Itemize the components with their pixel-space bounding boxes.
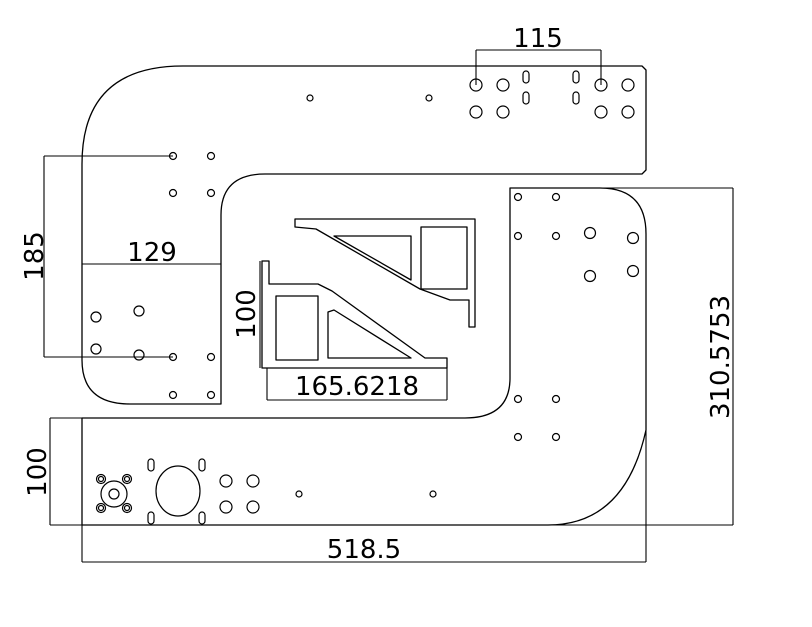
dim-185-label: 185 xyxy=(20,231,50,281)
profile-bracket-upper xyxy=(294,218,476,328)
motor-mount-pattern xyxy=(95,473,133,514)
dim-165-label: 165.6218 xyxy=(295,372,419,402)
dim-100-bottom-label: 100 xyxy=(23,447,53,497)
dim-100-profile-label: 100 xyxy=(232,289,262,339)
lower-plate-holes xyxy=(147,192,640,525)
dim-518-label: 518.5 xyxy=(327,535,401,565)
dim-115-label: 115 xyxy=(513,24,563,54)
profile-bracket-lower xyxy=(261,260,448,369)
upper-plate-holes xyxy=(90,70,635,400)
lower-plate-outline xyxy=(81,187,647,526)
dim-129-label: 129 xyxy=(127,238,177,268)
dimension-lines xyxy=(43,49,734,563)
dim-310-label: 310.5753 xyxy=(706,295,736,419)
upper-plate-outline xyxy=(81,65,647,405)
